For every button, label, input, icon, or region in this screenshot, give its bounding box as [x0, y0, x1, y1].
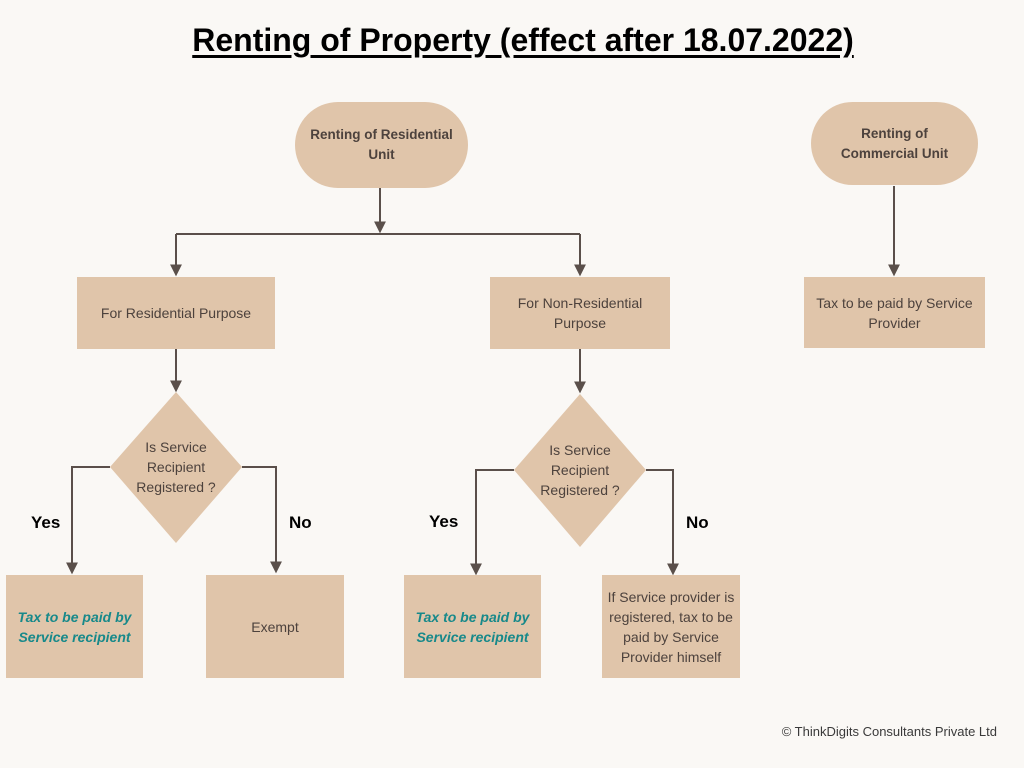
decision-diamond-2: [514, 394, 646, 547]
residential-yes-result-label: Tax to be paid by Service recipient: [17, 608, 132, 645]
edge-label-yes-2: Yes: [429, 512, 459, 531]
non-residential-purpose-node: For Non-Residential Purpose: [490, 277, 670, 349]
decision-diamond-1: [110, 392, 242, 543]
non-residential-no-result-node: If Service provider is registered, tax t…: [602, 575, 740, 678]
copyright-footer: © ThinkDigits Consultants Private Ltd: [781, 724, 997, 739]
residential-no-result-node: Exempt: [206, 575, 344, 678]
decision-1-text: Is Service Recipient Registered ?: [136, 439, 216, 495]
residential-unit-node: Renting of Residential Unit: [295, 102, 468, 188]
residential-yes-result-node: Tax to be paid by Service recipient: [6, 575, 143, 678]
edge-label-yes-1: Yes: [31, 513, 61, 532]
non-residential-yes-result-label: Tax to be paid by Service recipient: [415, 608, 530, 645]
residential-purpose-label: For Residential Purpose: [100, 305, 252, 321]
edge-decision-2-no: [646, 469, 679, 576]
decision-2-text: Is Service Recipient Registered ?: [540, 442, 620, 498]
edge-decision-1-yes: [66, 466, 110, 575]
residential-purpose-node: For Residential Purpose: [77, 277, 275, 349]
edge-decision-2-yes: [470, 469, 514, 576]
commercial-tax-label: Tax to be paid by Service Provider: [816, 294, 973, 331]
residential-unit-label: Renting of Residential Unit: [310, 127, 453, 162]
non-residential-yes-result-node: Tax to be paid by Service recipient: [404, 575, 541, 678]
edge-decision-1-no: [242, 466, 282, 574]
page-title: Renting of Property (effect after 18.07.…: [192, 22, 854, 58]
non-residential-no-result-label: If Service provider is registered, tax t…: [607, 588, 735, 665]
non-residential-purpose-label: For Non-Residential Purpose: [517, 295, 643, 331]
residential-no-result-label: Exempt: [251, 618, 299, 635]
commercial-unit-node: Renting of Commercial Unit: [811, 102, 978, 185]
edge-label-no-1: No: [289, 513, 312, 532]
edge-label-no-2: No: [686, 513, 709, 532]
commercial-unit-label: Renting of Commercial Unit: [840, 125, 949, 161]
commercial-tax-node: Tax to be paid by Service Provider: [804, 277, 985, 348]
